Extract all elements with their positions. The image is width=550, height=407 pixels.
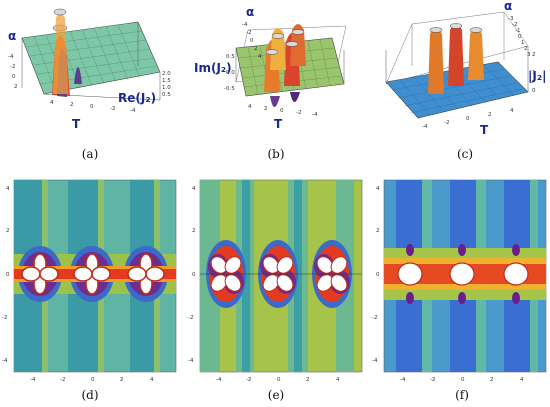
panel-e: -4 -2 0 2 4 4 2 0 -2 -4 (186, 176, 366, 388)
d-xtick-1: -2 (60, 377, 65, 383)
c-ytick-0: -3 (508, 16, 514, 22)
b-zlabel: Im(J₂) (194, 61, 232, 75)
b-ztick-1: 0.0 (226, 70, 235, 76)
contour-plot-d: -4 -2 0 2 4 4 2 0 -2 -4 (2, 179, 177, 383)
f-xtick-4: 4 (520, 377, 524, 383)
d-ytick-3: -2 (2, 315, 7, 321)
e-xtick-3: 2 (306, 377, 310, 383)
c-ylabel: α (504, 0, 512, 13)
b-ytick-0: -4 (242, 22, 248, 28)
d-ytick-0: 4 (6, 186, 10, 192)
e-xtick-4: 4 (336, 377, 340, 383)
panel-d: -4 -2 0 2 4 4 2 0 -2 -4 (0, 176, 180, 388)
f-xtick-3: 2 (490, 377, 494, 383)
b-xtick-0: 4 (248, 104, 252, 110)
b-ytick-1: -2 (246, 30, 251, 36)
a-ztick-2: 1.5 (162, 78, 171, 84)
e-xtick-0: -4 (216, 377, 222, 383)
f-xtick-2: 0 (461, 377, 465, 383)
a-xtick-1: 2 (70, 102, 74, 108)
a-ytick-1: -2 (10, 64, 15, 70)
d-xtick-4: 4 (150, 377, 154, 383)
c-ztick-2: 2 (532, 52, 536, 58)
f-ytick-1: 2 (376, 228, 380, 234)
e-xtick-1: -2 (246, 377, 251, 383)
b-ytick-2: 0 (250, 38, 254, 44)
a-zlabel: Re(J₂) (118, 91, 156, 105)
caption-f: (f) (455, 388, 469, 402)
c-ytick-5: 2 (524, 46, 528, 52)
c-ytick-4: 1 (521, 40, 525, 46)
e-ytick-2: 0 (192, 272, 196, 278)
c-ytick-3: 0 (518, 34, 522, 40)
b-xtick-4: -4 (312, 112, 318, 118)
b-ylabel: α (246, 5, 254, 19)
e-ytick-1: 2 (192, 228, 196, 234)
c-ztick-1: 1 (532, 70, 536, 76)
c-xtick-1: -2 (444, 120, 449, 126)
a-xtick-2: 0 (90, 104, 94, 110)
c-zlabel: |J₂| (528, 69, 547, 83)
c-ztick-0: 0 (532, 88, 536, 94)
d-xtick-2: 0 (91, 377, 95, 383)
a-xlabel: T (72, 117, 81, 131)
a-ytick-0: -4 (8, 54, 14, 60)
b-ytick-3: 2 (254, 46, 258, 52)
c-xtick-4: 4 (510, 108, 514, 114)
a-ytick-2: 0 (12, 74, 16, 80)
d-xtick-3: 2 (120, 377, 124, 383)
c-ytick-2: -1 (515, 28, 520, 34)
c-xtick-2: 0 (466, 116, 470, 122)
a-xtick-0: 4 (50, 100, 54, 106)
a-xtick-4: -4 (130, 108, 136, 114)
f-xtick-0: -4 (400, 377, 406, 383)
surface-plot-a: α T Re(J₂) 4 2 0 -2 -4 -4 -2 0 2 0.5 1.0… (8, 8, 171, 131)
surface-plot-c: α T |J₂| -4 -2 0 2 4 -3 -2 -1 0 1 2 3 0 … (385, 0, 547, 137)
f-ytick-0: 4 (376, 186, 380, 192)
d-ytick-4: -4 (2, 358, 8, 364)
d-ytick-2: 0 (6, 272, 10, 278)
b-xtick-1: 2 (264, 106, 268, 112)
contour-plot-f: -4 -2 0 2 4 4 2 0 -2 -4 (372, 179, 547, 383)
caption-c: (c) (456, 147, 474, 161)
d-ytick-1: 2 (6, 228, 10, 234)
b-ytick-4: 4 (258, 54, 262, 60)
e-ytick-4: -4 (188, 358, 194, 364)
a-ylabel: α (8, 29, 16, 43)
f-xtick-1: -2 (430, 377, 435, 383)
e-xtick-2: 0 (277, 377, 281, 383)
d-xtick-0: -4 (30, 377, 36, 383)
b-xlabel: T (274, 117, 283, 131)
f-ytick-2: 0 (376, 272, 380, 278)
b-xtick-3: -2 (296, 110, 301, 116)
c-ytick-1: -2 (512, 22, 517, 28)
panel-f: -4 -2 0 2 4 4 2 0 -2 -4 (370, 176, 550, 388)
a-ztick-1: 1.0 (162, 85, 171, 91)
b-ztick-0: -0.5 (224, 86, 235, 92)
e-ytick-0: 4 (192, 186, 196, 192)
surface-plot-b: α T Im(J₂) 4 2 0 -2 -4 -4 -2 0 2 4 -0.5 … (194, 5, 347, 131)
b-xtick-2: 0 (280, 108, 284, 114)
c-xlabel: T (480, 123, 489, 137)
a-ztick-0: 0.5 (162, 92, 171, 98)
panel-b: α T Im(J₂) 4 2 0 -2 -4 -4 -2 0 2 4 -0.5 … (186, 0, 366, 140)
panel-c: α T |J₂| -4 -2 0 2 4 -3 -2 -1 0 1 2 3 0 … (372, 0, 550, 140)
caption-b: (b) (267, 147, 285, 161)
a-xtick-3: -2 (110, 106, 115, 112)
b-ztick-2: 0.5 (226, 54, 235, 60)
a-ytick-3: 2 (14, 84, 18, 90)
f-ytick-3: -2 (372, 315, 377, 321)
c-xtick-3: 2 (488, 112, 492, 118)
e-ytick-3: -2 (188, 315, 193, 321)
a-ztick-3: 2.0 (162, 71, 171, 77)
caption-a: (a) (81, 147, 99, 161)
caption-d: (d) (81, 388, 99, 402)
contour-plot-e: -4 -2 0 2 4 4 2 0 -2 -4 (188, 179, 363, 383)
c-ytick-6: 3 (527, 52, 531, 58)
c-xtick-0: -4 (422, 124, 428, 130)
caption-e: (e) (267, 388, 285, 402)
panel-a: α T Re(J₂) 4 2 0 -2 -4 -4 -2 0 2 0.5 1.0… (0, 0, 180, 140)
f-ytick-4: -4 (372, 358, 378, 364)
